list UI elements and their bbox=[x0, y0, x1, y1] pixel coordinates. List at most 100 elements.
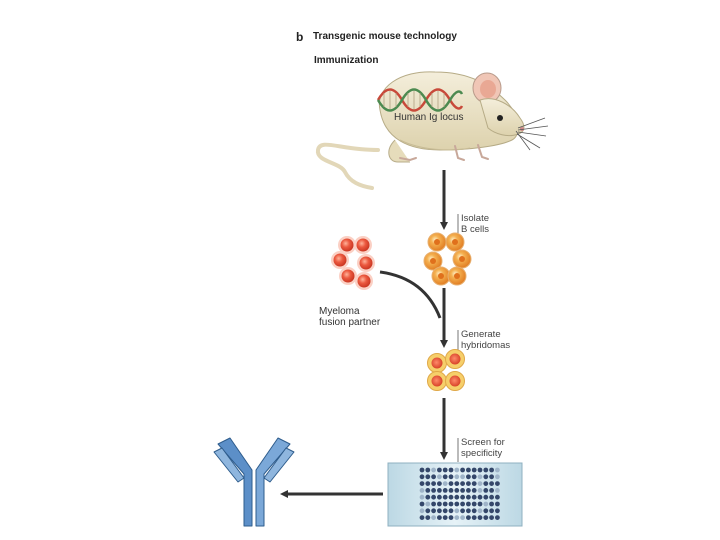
plate-well bbox=[489, 494, 494, 500]
plate-well bbox=[466, 481, 471, 486]
plate-well bbox=[448, 515, 454, 520]
plate-well bbox=[425, 467, 431, 473]
plate-well bbox=[454, 488, 460, 493]
myeloma-fusion-partner-label: Myeloma fusion partner bbox=[319, 306, 380, 328]
plate-well bbox=[431, 494, 436, 500]
plate-well bbox=[425, 515, 431, 520]
plate-well bbox=[471, 467, 477, 473]
plate-well bbox=[489, 501, 494, 507]
plate-well bbox=[477, 474, 483, 480]
plate-well bbox=[437, 501, 442, 507]
plate-well bbox=[448, 508, 454, 514]
plate-well bbox=[483, 501, 489, 507]
b-cell bbox=[427, 232, 447, 252]
isolate-b-cells-label: Isolate B cells bbox=[461, 213, 489, 235]
plate-well bbox=[477, 467, 483, 473]
plate-well bbox=[442, 501, 448, 507]
plate-well bbox=[460, 494, 465, 500]
plate-well bbox=[454, 481, 460, 486]
antibody-heavy-chain-right bbox=[255, 437, 291, 527]
plate-well bbox=[471, 474, 477, 480]
plate-well bbox=[495, 494, 500, 500]
isolate-label-line-2: B cells bbox=[461, 224, 489, 235]
plate-well bbox=[477, 488, 483, 493]
plate-well bbox=[471, 488, 477, 493]
plate-well bbox=[448, 488, 454, 493]
b-cell bbox=[452, 249, 472, 269]
plate-well bbox=[419, 494, 425, 500]
plate-well bbox=[442, 515, 448, 520]
screen-specificity-label: Screen for specificity bbox=[461, 437, 505, 459]
plate-well bbox=[489, 515, 494, 520]
plate-well bbox=[419, 515, 425, 520]
mouse-front-feet bbox=[454, 144, 489, 161]
flow-arrows bbox=[280, 170, 448, 498]
plate-well bbox=[448, 501, 454, 507]
plate-well bbox=[442, 481, 448, 486]
dna-helix-icon bbox=[376, 88, 464, 112]
mouse-whiskers bbox=[515, 117, 549, 151]
plate-well bbox=[431, 508, 436, 514]
plate-well bbox=[419, 501, 425, 507]
plate-well bbox=[431, 474, 436, 480]
screen-label-line-2: specificity bbox=[461, 448, 503, 459]
plate-well bbox=[419, 481, 425, 486]
isolate-label-line-1: Isolate bbox=[461, 213, 489, 224]
mouse-eye bbox=[497, 115, 503, 121]
generate-label-line-1: Generate bbox=[461, 329, 501, 340]
plate-well bbox=[448, 474, 454, 480]
plate-well bbox=[419, 508, 425, 514]
plate-well bbox=[431, 515, 436, 520]
plate-well bbox=[466, 474, 471, 480]
plate-well bbox=[495, 515, 500, 520]
plate-well bbox=[448, 467, 454, 473]
plate-well bbox=[466, 508, 471, 514]
plate-well bbox=[431, 501, 436, 507]
plate-well bbox=[425, 508, 431, 514]
myeloma-cell bbox=[357, 254, 375, 272]
plate-well bbox=[471, 501, 477, 507]
b-cell bbox=[431, 266, 451, 286]
plate-well bbox=[477, 508, 483, 514]
plate-well bbox=[483, 481, 489, 486]
plate-well bbox=[495, 488, 500, 493]
antibody-icon bbox=[213, 437, 295, 527]
plate-well bbox=[419, 474, 425, 480]
plate-well bbox=[483, 508, 489, 514]
plate-well bbox=[454, 508, 460, 514]
plate-well bbox=[437, 467, 442, 473]
plate-well bbox=[419, 488, 425, 493]
plate-well bbox=[466, 515, 471, 520]
plate-well bbox=[489, 467, 494, 473]
plate-well bbox=[495, 508, 500, 514]
plate-well bbox=[448, 494, 454, 500]
plate-well bbox=[419, 467, 425, 473]
plate-well bbox=[425, 501, 431, 507]
plate-well bbox=[425, 494, 431, 500]
plate-well bbox=[442, 494, 448, 500]
plate-well bbox=[454, 467, 460, 473]
plate-well bbox=[437, 508, 442, 514]
myeloma-cell-cluster-icon bbox=[331, 236, 375, 290]
plate-well bbox=[437, 481, 442, 486]
plate-well bbox=[477, 494, 483, 500]
plate-well bbox=[425, 474, 431, 480]
plate-well-grid bbox=[419, 467, 500, 520]
plate-well bbox=[460, 515, 465, 520]
b-cell bbox=[445, 232, 465, 252]
plate-well bbox=[425, 481, 431, 486]
plate-well bbox=[442, 467, 448, 473]
plate-well bbox=[489, 474, 494, 480]
antibody-light-chain-left bbox=[213, 447, 245, 483]
panel-letter: b bbox=[296, 30, 304, 44]
plate-well bbox=[483, 488, 489, 493]
plate-well bbox=[431, 481, 436, 486]
plate-well bbox=[495, 467, 500, 473]
plate-well bbox=[460, 488, 465, 493]
plate-well bbox=[454, 515, 460, 520]
plate-well bbox=[466, 501, 471, 507]
myeloma-cell bbox=[355, 272, 373, 290]
myeloma-label-line-1: Myeloma bbox=[319, 306, 360, 317]
plate-well bbox=[437, 515, 442, 520]
